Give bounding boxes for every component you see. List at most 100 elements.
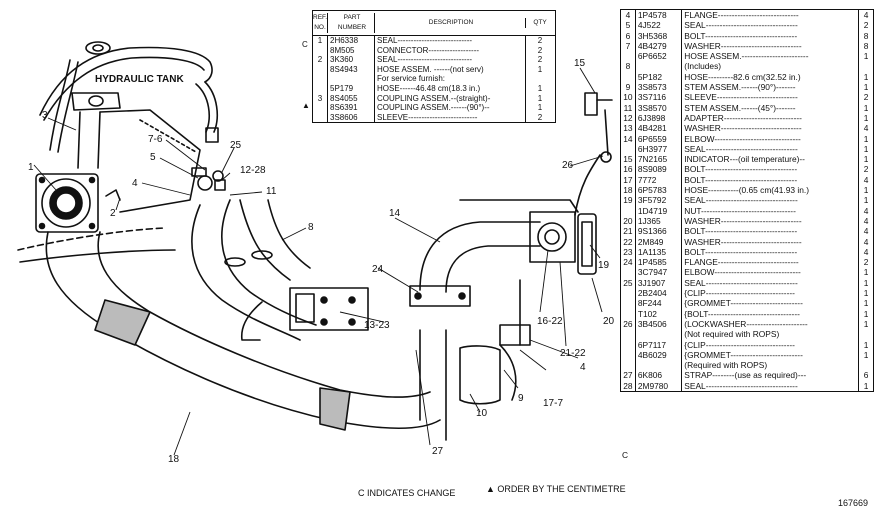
change-mark: C bbox=[302, 40, 308, 49]
quantity-cell: 2 bbox=[863, 20, 869, 31]
ref-cell: 8 bbox=[621, 61, 636, 72]
description-cell: COUPLING ASSEM.--(straight)- bbox=[375, 93, 526, 104]
part-number-cell: 6K806 bbox=[636, 370, 683, 381]
quantity-cell: 4 bbox=[863, 205, 869, 216]
callout-4-lower: 4 bbox=[580, 362, 586, 373]
part-number-cell: 6P6652 bbox=[636, 51, 683, 62]
callout-4: 4 bbox=[132, 178, 138, 189]
callout-7-6: 7-6 bbox=[148, 134, 163, 145]
ref-cell: 28 bbox=[621, 380, 636, 391]
part-number-cell bbox=[328, 74, 375, 84]
part-number-cell: 1P4578 bbox=[636, 10, 683, 21]
quantity-cell: 4 bbox=[863, 174, 869, 185]
small-table-row: For service furnish: bbox=[313, 74, 555, 84]
figure-number: 167669 bbox=[838, 498, 869, 508]
quantity-cell: 8 bbox=[863, 30, 869, 41]
description-cell: BOLT--------------------------------- bbox=[682, 30, 860, 41]
description-cell: WASHER----------------------------- bbox=[682, 123, 860, 134]
tank-label: HYDRAULIC TANK bbox=[95, 74, 184, 85]
part-number-cell: 7772 bbox=[636, 174, 683, 186]
quantity-cell: 1 bbox=[863, 318, 869, 329]
part-number-cell: 2M849 bbox=[636, 236, 683, 247]
callout-15: 15 bbox=[574, 58, 586, 69]
quantity-cell: 4 bbox=[863, 215, 869, 226]
leader-lines bbox=[33, 67, 604, 456]
description-cell: SEAL--------------------------------- bbox=[682, 143, 860, 155]
ref-cell: 1 bbox=[313, 36, 328, 46]
quantity-cell: 1 bbox=[863, 51, 869, 62]
part-number-cell: 3K360 bbox=[328, 55, 375, 65]
callout-14: 14 bbox=[389, 208, 401, 219]
ref-cell bbox=[621, 143, 636, 155]
callout-13-23: 13-23 bbox=[364, 320, 390, 331]
header-qty: QTY bbox=[533, 19, 547, 27]
ref-cell: 20 bbox=[621, 215, 636, 227]
description-cell: {CLIP-------------------------------- bbox=[682, 339, 860, 350]
callout-3: 3 bbox=[42, 110, 48, 121]
description-cell: STRAP--------(use as required)--- bbox=[682, 370, 860, 381]
ref-cell: 27 bbox=[621, 370, 636, 381]
part-number-cell: 6J3898 bbox=[636, 112, 683, 124]
valve-block bbox=[289, 287, 369, 331]
description-cell: CONNECTOR------------------- bbox=[375, 45, 526, 56]
ref-cell bbox=[621, 298, 636, 309]
part-number-cell: 5P182 bbox=[636, 71, 683, 83]
ref-cell bbox=[313, 45, 328, 56]
ref-cell: 22 bbox=[621, 236, 636, 247]
ref-cell bbox=[621, 267, 636, 278]
ref-cell: 25 bbox=[621, 277, 636, 289]
part-number-cell: 8S6391 bbox=[328, 103, 375, 113]
header-part: PART NUMBER bbox=[328, 13, 375, 33]
part-number-cell: 8S4943 bbox=[328, 64, 375, 75]
description-cell: SEAL--------------------------------- bbox=[682, 277, 860, 289]
part-number-cell: 6P5783 bbox=[636, 185, 683, 196]
ref-cell: 19 bbox=[621, 195, 636, 206]
ref-cell bbox=[621, 71, 636, 83]
ref-cell bbox=[313, 112, 328, 123]
part-number-cell: 4B4281 bbox=[636, 123, 683, 134]
description-cell: BOLT--------------------------------- bbox=[682, 226, 860, 237]
callout-12-28: 12-28 bbox=[240, 165, 266, 176]
middle-hoses bbox=[191, 199, 317, 341]
ref-cell: 23 bbox=[621, 246, 636, 258]
description-cell: {CLIP-------------------------------- bbox=[682, 288, 860, 299]
part-number-cell: 8S4055 bbox=[328, 93, 375, 104]
description-cell: HOSE------46.48 cm(18.3 in.) bbox=[375, 83, 526, 94]
temperature-indicator bbox=[574, 92, 613, 216]
header-ref: REF. NO. bbox=[313, 13, 328, 33]
big-table-row: 8F244{GROMMET--------------------------1 bbox=[621, 298, 873, 309]
callout-26: 26 bbox=[562, 160, 574, 171]
quantity-cell: 1 bbox=[863, 380, 869, 391]
quantity-cell: 1 bbox=[863, 288, 869, 299]
ref-cell: 6 bbox=[621, 30, 636, 41]
quantity-cell: 1 bbox=[863, 82, 869, 93]
quantity-cell: 1 bbox=[863, 308, 869, 319]
part-number-cell: 2H6338 bbox=[328, 36, 375, 46]
description-cell: (Required with ROPS) bbox=[682, 360, 860, 371]
ref-cell: 21 bbox=[621, 226, 636, 237]
quantity-cell: 4 bbox=[863, 10, 869, 20]
quantity-cell: 1 bbox=[863, 267, 869, 278]
quantity-cell: 1 bbox=[863, 277, 869, 288]
ref-cell bbox=[621, 349, 636, 361]
callout-24: 24 bbox=[372, 264, 384, 275]
part-number-cell: 3F5792 bbox=[636, 195, 683, 206]
ref-cell: 7 bbox=[621, 40, 636, 52]
